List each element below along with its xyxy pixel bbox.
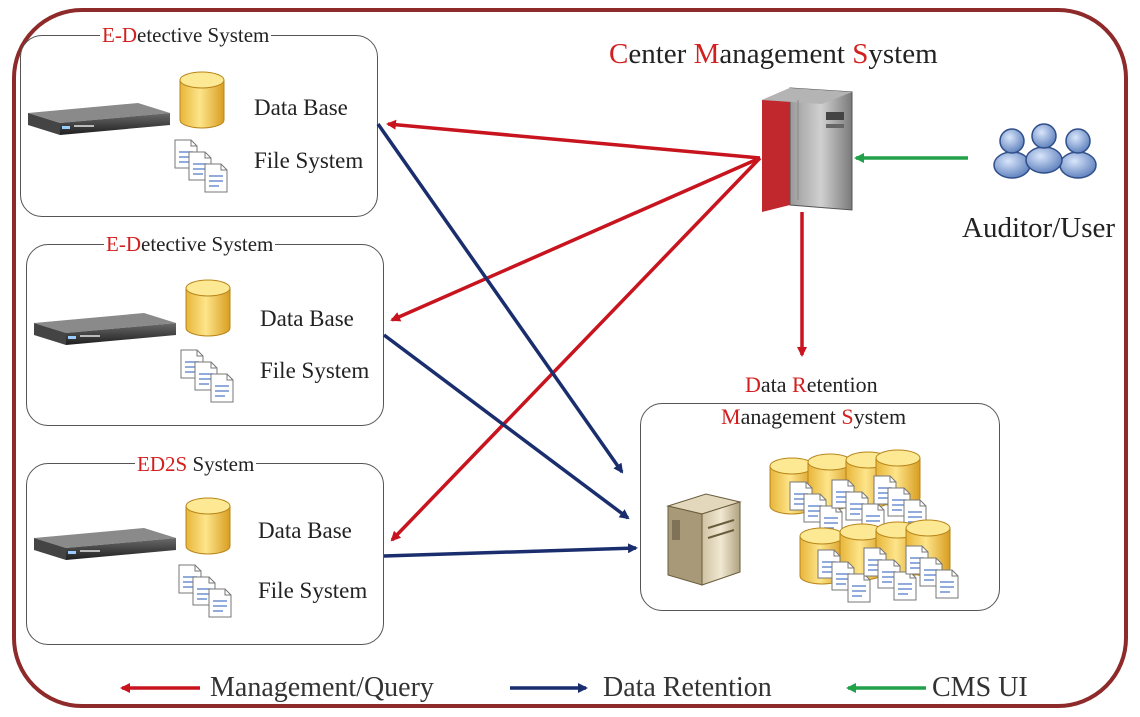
data-retention-arrows: [376, 122, 638, 558]
users-group-icon: [993, 123, 1097, 179]
outer-frame: [12, 8, 1128, 708]
legend-management-query: Management/Query: [210, 672, 434, 703]
mainframe-server-icon: [762, 87, 853, 212]
file-documents-icon: [179, 565, 231, 617]
database-label-2: Data Base: [260, 306, 354, 331]
system-title-3: ED2S System: [135, 452, 257, 476]
legend-cms-ui: CMS UI: [932, 672, 1028, 703]
rack-server-icon: [34, 528, 176, 560]
tower-server-icon: [666, 493, 742, 586]
database-label-1: Data Base: [254, 95, 348, 120]
database-label-3: Data Base: [258, 518, 352, 543]
drms-title-line-1: Data Retention: [745, 372, 878, 397]
auditor-label: Auditor/User: [962, 212, 1116, 244]
database-icon: [179, 71, 225, 129]
file-system-label-3: File System: [258, 578, 368, 603]
management-query-arrows: [386, 119, 807, 542]
cms-title: Center Management System: [609, 38, 938, 70]
rack-server-icon: [28, 103, 170, 135]
file-documents-icon: [181, 350, 233, 402]
file-system-label-1: File System: [254, 148, 364, 173]
storage-array-icon: [769, 449, 958, 602]
legend-data-retention: Data Retention: [603, 672, 772, 703]
rack-server-icon: [34, 313, 176, 345]
database-icon: [185, 497, 231, 555]
file-documents-icon: [175, 140, 227, 192]
system-title-2: E-Detective System: [104, 232, 276, 256]
drms-title-line-2: Management System: [718, 404, 910, 430]
system-title-1: E-Detective System: [100, 23, 272, 47]
file-system-label-2: File System: [260, 358, 370, 383]
database-icon: [185, 279, 231, 337]
